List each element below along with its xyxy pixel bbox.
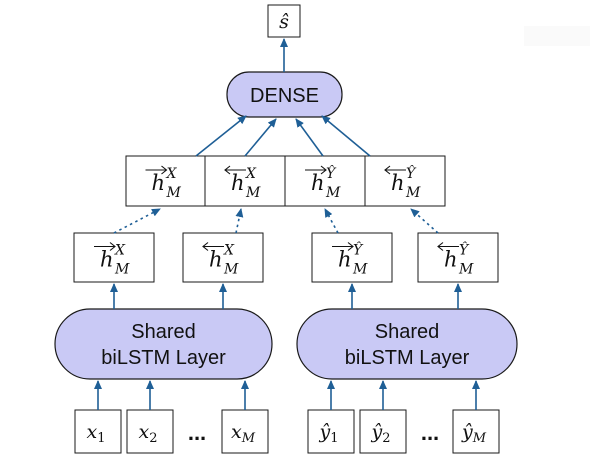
merged-hby-backward-arrow-icon	[384, 165, 406, 175]
hidden-hbx-superscript: X	[223, 243, 235, 259]
input-yM-box	[452, 409, 500, 454]
hidden-hfx-superscript: X	[114, 243, 126, 259]
edge-merged3-to-dense	[295, 118, 324, 157]
lstm-right-line2: biLSTM Layer	[345, 347, 470, 369]
lstm-right-line1: Shared	[375, 321, 440, 343]
hidden-h-backward-x	[182, 232, 264, 283]
hidden-hfy-forward-arrow-icon	[332, 242, 354, 251]
input-x-label-3: xM	[231, 421, 256, 446]
hidden-hfx-forward-arrow-icon	[94, 242, 116, 251]
edge-hby-to-merged	[410, 208, 439, 234]
watermark-box	[524, 26, 590, 46]
hidden-hbx-subscript: M	[223, 262, 239, 278]
input-x1-box	[74, 409, 122, 454]
edge-hfy-to-merged	[324, 208, 339, 234]
merged-hidden-row	[125, 155, 446, 207]
input-x-label-2: x2	[139, 421, 158, 446]
hidden-hby-h: h	[444, 248, 458, 272]
hidden-hbx-backward-arrow-icon	[202, 242, 224, 251]
hidden-h-backward-yhat	[417, 232, 499, 283]
hidden-hby-superscript: Ŷ	[459, 241, 470, 259]
edge-merged4-to-dense	[321, 115, 371, 157]
input-y-label-2: ŷ2	[370, 421, 390, 446]
hidden-hfy-subscript: M	[352, 262, 368, 278]
edge-merged1-to-dense	[195, 115, 247, 157]
merged-hfx-subscript: M	[166, 185, 182, 201]
merged-hbx-h: h	[231, 171, 245, 195]
dense-layer: DENSE	[226, 71, 343, 118]
input-x-ellipsis: ...	[188, 420, 206, 445]
merged-hby-superscript: Ŷ	[406, 164, 417, 182]
edge-hfx-to-merged	[113, 208, 161, 234]
merged-hfy-subscript: M	[325, 185, 341, 201]
input-y-label-1: ŷ1	[318, 421, 338, 446]
merged-hfx-h: h	[152, 171, 166, 195]
shared-bilstm-left: Shared biLSTM Layer	[54, 308, 273, 380]
hidden-hfy-h: h	[338, 248, 352, 272]
hidden-h-forward-x	[73, 232, 155, 283]
hidden-hby-backward-arrow-icon	[437, 242, 459, 251]
hidden-hfx-h: h	[100, 248, 114, 272]
hidden-hby-subscript: M	[458, 262, 474, 278]
merged-h-backward-x	[204, 155, 286, 207]
merged-hfy-h: h	[311, 171, 325, 195]
output-node: ŝ	[267, 4, 301, 38]
edge-hbx-to-merged	[235, 208, 244, 234]
hidden-hfx-subscript: M	[114, 262, 130, 278]
merged-hbx-backward-arrow-icon	[224, 165, 246, 175]
merged-hby-h: h	[391, 171, 405, 195]
merged-hby-subscript: M	[405, 185, 421, 201]
inputs-y: ...	[307, 409, 500, 454]
input-y-label-3: ŷM	[461, 421, 487, 446]
input-y1-box	[307, 409, 355, 454]
merged-hfy-superscript: Ŷ	[326, 164, 337, 182]
hidden-hbx-h: h	[209, 248, 223, 272]
input-y2-box	[359, 409, 407, 454]
input-x-label-1: x1	[87, 421, 106, 446]
edge-merged2-to-dense	[244, 118, 277, 157]
output-symbol: ŝ	[279, 11, 289, 33]
shared-bilstm-right: Shared biLSTM Layer	[296, 308, 518, 380]
merged-hfy-forward-arrow-icon	[305, 165, 327, 175]
dense-label: DENSE	[250, 85, 319, 107]
edges	[94, 38, 480, 410]
merged-h-forward-x	[125, 155, 206, 207]
hidden-hfy-superscript: Ŷ	[353, 241, 364, 259]
merged-hbx-subscript: M	[245, 185, 261, 201]
hidden-states-row	[73, 232, 499, 283]
merged-h-forward-yhat	[284, 155, 366, 207]
merged-hbx-superscript: X	[245, 166, 257, 182]
lstm-left-line2: biLSTM Layer	[101, 347, 226, 369]
merged-hfx-superscript: X	[166, 166, 178, 182]
input-y-ellipsis: ...	[421, 420, 439, 445]
lstm-left-line1: Shared	[131, 321, 196, 343]
merged-h-backward-yhat	[364, 155, 446, 207]
hidden-h-forward-yhat	[311, 232, 393, 283]
merged-hfx-forward-arrow-icon	[145, 165, 168, 175]
